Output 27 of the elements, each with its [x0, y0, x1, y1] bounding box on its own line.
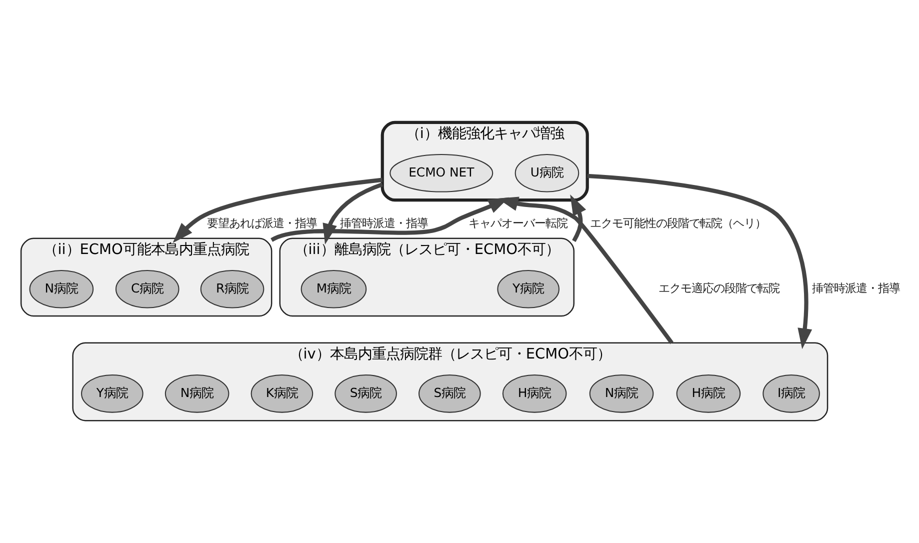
arrow [570, 194, 586, 242]
node-ellipse: C病院 [115, 270, 180, 308]
node-ellipse: U病院 [514, 154, 580, 192]
edge-label: 挿管時派遣・指導 [812, 281, 900, 295]
node-ellipse: I病院 [762, 374, 820, 413]
node-ellipse: H病院 [676, 374, 741, 413]
arrow [587, 174, 812, 350]
arrow [497, 196, 674, 344]
edge-label: 要望あれば派遣・指導 [206, 216, 317, 230]
node-ellipse: N病院 [589, 374, 654, 413]
arrow [270, 197, 510, 242]
node-ellipse: M病院 [300, 270, 367, 308]
node-ellipse: S病院 [334, 374, 397, 413]
edge-label: 挿管時派遣・指導 [340, 216, 428, 230]
arrow [172, 178, 383, 243]
node-ellipse: N病院 [164, 374, 230, 413]
node-ellipse: H病院 [502, 374, 567, 413]
edge-label: エクモ適応の段階で転院 [658, 281, 780, 295]
node-ellipse: N病院 [29, 270, 94, 308]
node-ellipse: S病院 [418, 374, 481, 413]
edge-label: キャパオーバー転院 [468, 216, 568, 230]
edge-label: エクモ可能性の段階で転院（ヘリ） [590, 216, 766, 230]
node-ellipse: Y病院 [497, 270, 560, 308]
node-ellipse: ECMO NET [390, 154, 494, 192]
node-ellipse: R病院 [200, 270, 264, 308]
node-ellipse: Y病院 [81, 374, 144, 413]
node-ellipse: K病院 [250, 374, 314, 413]
